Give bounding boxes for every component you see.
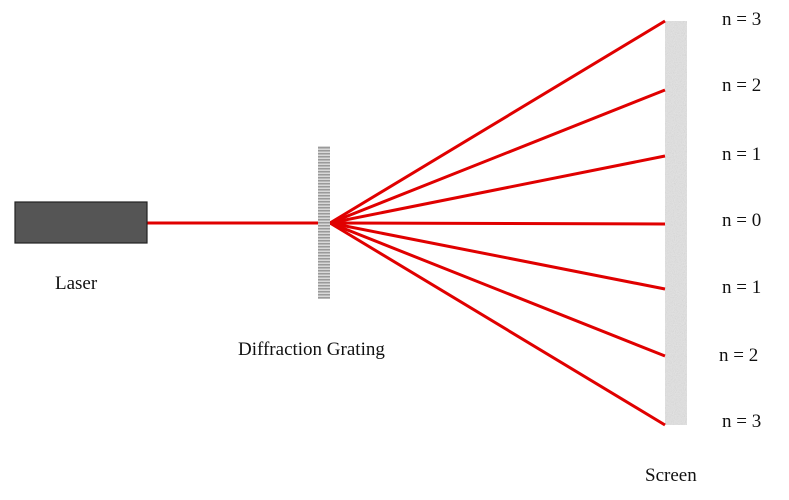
laser-body — [14, 201, 148, 244]
beam-n3-bottom — [329, 221, 666, 427]
beam-n0 — [329, 221, 666, 226]
laser-label: Laser — [55, 273, 98, 294]
grating-label: Diffraction Grating — [238, 339, 385, 360]
order-label-n1-bottom: n = 1 — [722, 277, 762, 298]
order-label-n2-bottom: n = 2 — [719, 345, 759, 366]
order-label-n2-top: n = 2 — [722, 75, 762, 96]
beam-n1-top — [329, 154, 666, 225]
beam-n2-top — [329, 88, 666, 225]
beam-n1-bottom — [329, 221, 666, 291]
order-label-n3-bottom: n = 3 — [722, 411, 762, 432]
order-label-n1-top: n = 1 — [722, 144, 762, 165]
diffracted-beams — [329, 19, 666, 427]
order-label-n3-top: n = 3 — [722, 9, 762, 30]
order-label-n0: n = 0 — [722, 210, 762, 231]
screen-label: Screen — [645, 465, 697, 486]
diffraction-grating — [318, 146, 330, 299]
beam-n3-top — [329, 19, 666, 225]
beam-n2-bottom — [329, 221, 666, 358]
screen — [665, 21, 687, 425]
